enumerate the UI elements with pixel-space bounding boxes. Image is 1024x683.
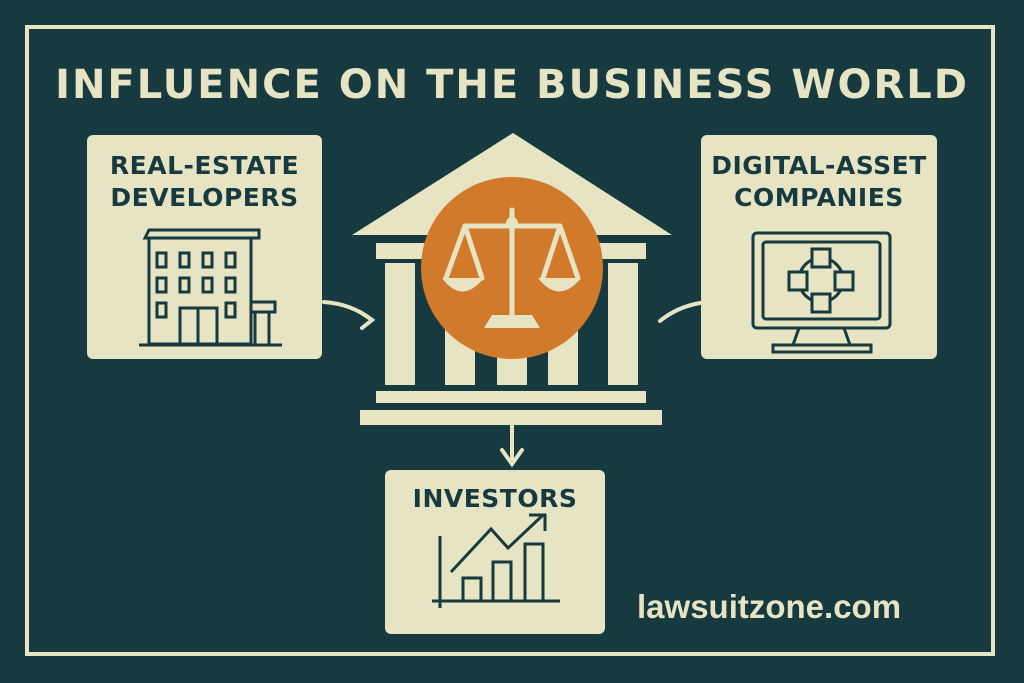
investors-card: INVESTORS	[385, 470, 605, 634]
watermark-link[interactable]: lawsuitzone.com	[637, 588, 902, 625]
page-title: INFLUENCE ON THE BUSINESS WORLD	[55, 62, 969, 108]
arrow-center-to-investors	[500, 424, 524, 468]
arrow-digital-to-center	[658, 301, 702, 323]
border-frame	[25, 25, 995, 656]
real-estate-label-2: DEVELOPERS	[110, 183, 299, 212]
arrow-real-estate-to-center	[322, 300, 376, 330]
real-estate-card: REAL-ESTATE DEVELOPERS	[87, 135, 322, 359]
growth-chart-icon	[432, 513, 560, 608]
courthouse-scales-icon	[352, 133, 672, 425]
digital-asset-label-1: DIGITAL-ASSET	[711, 151, 927, 180]
real-estate-label-1: REAL-ESTATE	[109, 151, 300, 180]
digital-asset-card: DIGITAL-ASSET COMPANIES	[701, 135, 937, 359]
digital-asset-label-2: COMPANIES	[734, 183, 904, 212]
building-icon	[139, 228, 282, 347]
investors-label: INVESTORS	[412, 484, 578, 513]
monitor-network-icon	[751, 231, 892, 354]
